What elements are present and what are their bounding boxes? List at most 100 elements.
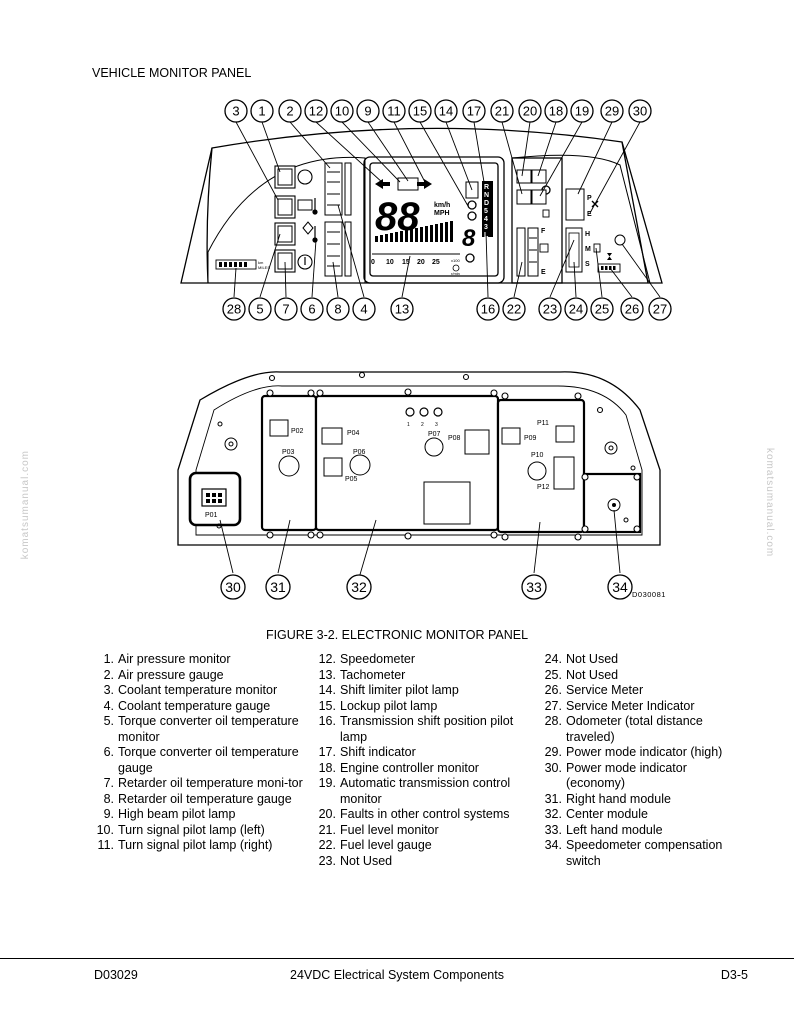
legend-number: 4. <box>103 698 114 713</box>
svg-text:km: km <box>258 260 264 265</box>
svg-text:D: D <box>484 200 489 207</box>
svg-text:E: E <box>587 211 592 218</box>
callout-circle <box>490 99 514 123</box>
svg-text:M: M <box>585 246 591 253</box>
callout-label: 22 <box>507 302 521 317</box>
legend-item: 25.Not Used <box>538 668 748 684</box>
legend-text: Turn signal pilot lamp (right) <box>118 838 273 852</box>
legend-item: 18.Engine controller monitor <box>312 761 534 777</box>
page-title: VEHICLE MONITOR PANEL <box>92 66 252 80</box>
svg-text:15: 15 <box>402 259 410 266</box>
svg-text:km/h: km/h <box>434 202 450 209</box>
legend-item: 3.Coolant temperature monitor <box>90 683 312 699</box>
svg-text:P05: P05 <box>345 476 358 483</box>
callout-circle <box>564 297 588 321</box>
callout-label: 32 <box>351 579 367 595</box>
legend-text: Service Meter Indicator <box>566 698 695 713</box>
legend-text: Faults in other control systems <box>340 807 510 821</box>
legend-text: Torque converter oil temperature gauge <box>118 745 299 775</box>
legend-text: Retarder oil temperature gauge <box>118 791 292 806</box>
legend-item: 8.Retarder oil temperature gauge <box>90 792 312 808</box>
svg-text:MILES: MILES <box>258 265 270 270</box>
legend-number: 10. <box>96 822 114 837</box>
callout-circle <box>248 297 272 321</box>
callout-label: 24 <box>569 302 583 317</box>
callout-label: 34 <box>612 579 628 595</box>
callout-label: 9 <box>364 104 371 119</box>
callout-circle <box>408 99 432 123</box>
legend-text: Right hand module <box>566 791 671 806</box>
callout-circle <box>518 99 542 123</box>
callout-circle <box>304 99 328 123</box>
callout-circle <box>382 99 406 123</box>
legend-number: 31. <box>544 791 562 806</box>
svg-text:2: 2 <box>421 422 424 428</box>
legend-text: Odometer (total distance traveled) <box>566 714 703 744</box>
legend-text: Fuel level gauge <box>340 838 432 852</box>
callout-label: 15 <box>413 104 427 119</box>
legend-number: 16. <box>318 714 336 728</box>
legend-number: 30. <box>544 760 562 775</box>
callout-circle <box>222 297 246 321</box>
legend-number: 20. <box>318 807 336 821</box>
callout-label: 2 <box>286 104 293 119</box>
callout-label: 29 <box>605 104 619 119</box>
svg-text:8: 8 <box>462 225 476 252</box>
svg-text:F: F <box>541 228 546 235</box>
callout-label: 1 <box>258 104 265 119</box>
callout-circle <box>570 99 594 123</box>
svg-text:x100: x100 <box>451 258 460 263</box>
legend-text: Speedometer <box>340 652 416 666</box>
callout-circle <box>462 99 486 123</box>
legend-number: 9. <box>103 807 114 821</box>
svg-text:25: 25 <box>432 259 440 266</box>
legend-item: 12. Speedometer <box>312 652 534 668</box>
svg-text:D030081: D030081 <box>632 590 666 599</box>
callout-circle <box>278 99 302 123</box>
legend-text: Air pressure monitor <box>118 652 231 666</box>
callout-label: 7 <box>282 302 289 317</box>
callout-circle <box>648 297 672 321</box>
legend-item: 15.Lockup pilot lamp <box>312 699 534 715</box>
callout-circle <box>628 99 652 123</box>
legend-number: 17. <box>318 745 336 759</box>
callout-circle <box>220 574 246 600</box>
svg-text:H: H <box>585 231 590 238</box>
legend-item: 27.Service Meter Indicator <box>538 699 748 715</box>
legend-text: Coolant temperature gauge <box>118 698 271 713</box>
legend-number: 12. <box>318 652 336 666</box>
callout-label: 8 <box>334 302 341 317</box>
callout-label: 27 <box>653 302 667 317</box>
callout-label: 16 <box>481 302 495 317</box>
legend-text: Retarder oil temperature moni-tor <box>118 776 303 790</box>
svg-text:MPH: MPH <box>434 210 450 217</box>
callout-label: 33 <box>526 579 542 595</box>
svg-text:10: 10 <box>386 259 394 266</box>
footer-page-number: D3-5 <box>720 968 748 982</box>
callout-label: 4 <box>360 302 367 317</box>
callout-circle <box>590 297 614 321</box>
callout-label: 14 <box>439 104 453 119</box>
svg-text:P03: P03 <box>282 449 295 456</box>
callout-circle <box>434 99 458 123</box>
svg-text:S: S <box>585 261 590 268</box>
legend-text: Torque converter oil temperature monitor <box>118 714 299 744</box>
legend-item: 13.Tachometer <box>312 668 534 684</box>
legend-number: 13. <box>318 667 336 682</box>
callout-label: 6 <box>308 302 315 317</box>
callout-label: 12 <box>309 104 323 119</box>
svg-text:P: P <box>587 195 592 202</box>
legend-item: 4. Coolant temperature gauge <box>90 699 312 715</box>
legend-text: Power mode indicator (economy) <box>566 760 687 791</box>
legend-item: 19.Automatic transmission control monito… <box>312 776 534 807</box>
legend-text: High beam pilot lamp <box>118 807 236 821</box>
callout-circle <box>476 297 500 321</box>
footer-rule <box>0 958 794 959</box>
legend-number: 29. <box>544 745 562 759</box>
callout-label: 26 <box>625 302 639 317</box>
legend-item: 32.Center module <box>538 807 748 823</box>
svg-text:5: 5 <box>484 208 488 215</box>
legend-item: 31. Right hand module <box>538 792 748 808</box>
